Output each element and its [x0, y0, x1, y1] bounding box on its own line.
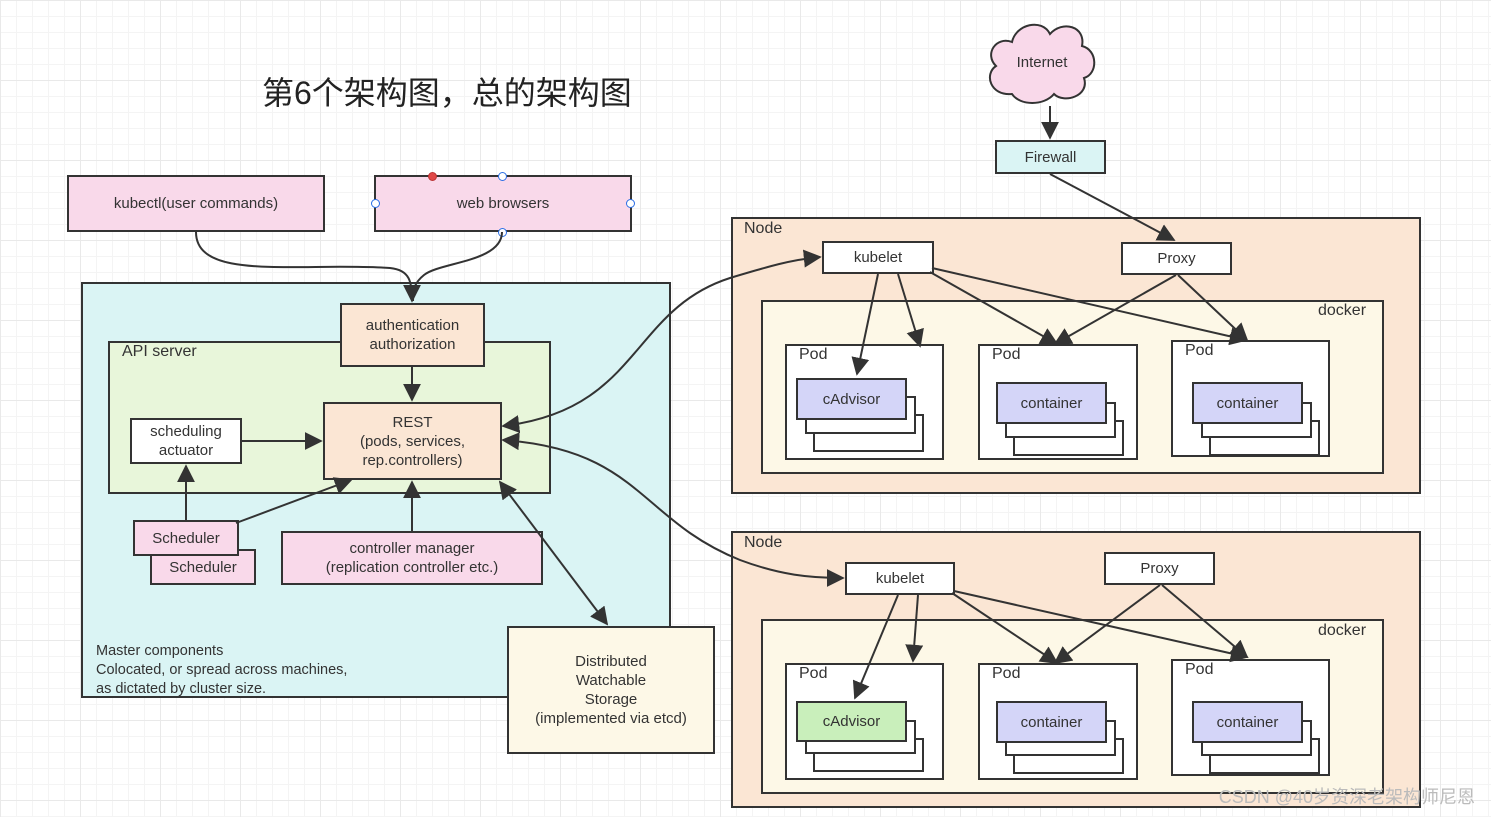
docker-label: docker [1318, 302, 1367, 319]
kubelet-box: kubelet [845, 562, 955, 595]
selection-handle-icon [498, 228, 507, 237]
internet-cloud-icon [988, 23, 1096, 104]
node-label: Node [744, 534, 783, 551]
watermark: CSDN @40岁资深老架构师尼恩 [1218, 787, 1475, 807]
internet-label: Internet [1016, 53, 1068, 71]
pod-label: Pod [1185, 661, 1214, 678]
scheduler-box: Scheduler [133, 520, 239, 556]
kubelet-box: kubelet [822, 241, 934, 274]
selection-handle-icon [626, 199, 635, 208]
controller-manager-box: controller manager (replication controll… [281, 531, 543, 585]
pod-label: Pod [992, 346, 1021, 363]
firewall-box: Firewall [995, 140, 1106, 174]
proxy-box: Proxy [1104, 552, 1215, 585]
container-box: container [1192, 701, 1303, 743]
scheduling-actuator-box: scheduling actuator [130, 418, 242, 464]
selection-handle-icon [498, 172, 507, 181]
storage-box: Distributed Watchable Storage (implement… [507, 626, 715, 754]
docker-label: docker [1318, 622, 1367, 639]
container-box: container [996, 382, 1107, 424]
page-title: 第6个架构图，总的架构图 [262, 75, 632, 111]
rest-box: REST (pods, services, rep.controllers) [323, 402, 502, 480]
container-box: container [996, 701, 1107, 743]
kubectl-box: kubectl(user commands) [67, 175, 325, 232]
master-components-note: Master components Colocated, or spread a… [96, 643, 348, 697]
node-label: Node [744, 220, 783, 237]
api-server-label: API server [122, 343, 197, 360]
pod-label: Pod [799, 665, 828, 682]
cadvisor-box: cAdvisor [796, 701, 907, 742]
authentication-box: authentication authorization [340, 303, 485, 367]
proxy-box: Proxy [1121, 242, 1232, 275]
web-browsers-box: web browsers [374, 175, 632, 232]
pod-label: Pod [992, 665, 1021, 682]
selection-handle-icon [371, 199, 380, 208]
selection-handle-icon [428, 172, 437, 181]
cadvisor-box: cAdvisor [796, 378, 907, 420]
pod-label: Pod [1185, 342, 1214, 359]
container-box: container [1192, 382, 1303, 424]
pod-label: Pod [799, 346, 828, 363]
